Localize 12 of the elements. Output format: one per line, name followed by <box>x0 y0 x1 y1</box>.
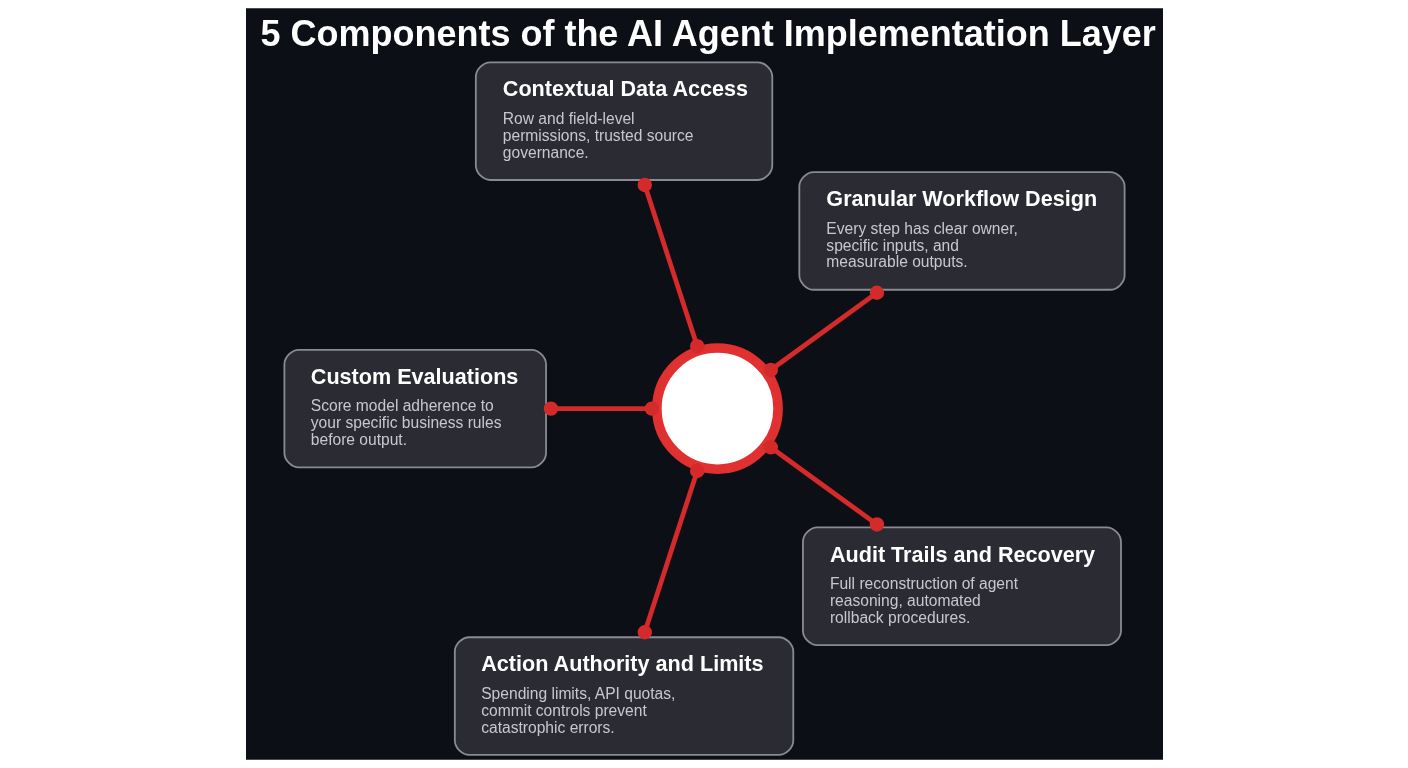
node-box: Action Authority and Limits Spending limits, API quotas, commit controls prevent catastrophic errors. <box>453 636 794 756</box>
connector <box>637 177 704 354</box>
node-box: Granular Workflow Design Every step has clear owner, specific inputs, and measurable outputs. <box>797 171 1125 291</box>
connector <box>637 463 704 640</box>
node-circle <box>651 343 783 475</box>
node-box: Audit Trails and Recovery Full reconstruction of agent reasoning, automated rollback procedures. <box>801 526 1122 646</box>
diagram-title: 5 Components of the AI Agent Implementation Layer <box>259 12 1156 54</box>
node-box: Custom Evaluations Score model adherence to your specific business rules before output. <box>283 348 547 469</box>
connector <box>543 401 659 416</box>
connector <box>763 440 884 532</box>
connector <box>763 285 884 378</box>
node-box: Contextual Data Access Row and field-level permissions, trusted source governance. <box>474 61 773 181</box>
